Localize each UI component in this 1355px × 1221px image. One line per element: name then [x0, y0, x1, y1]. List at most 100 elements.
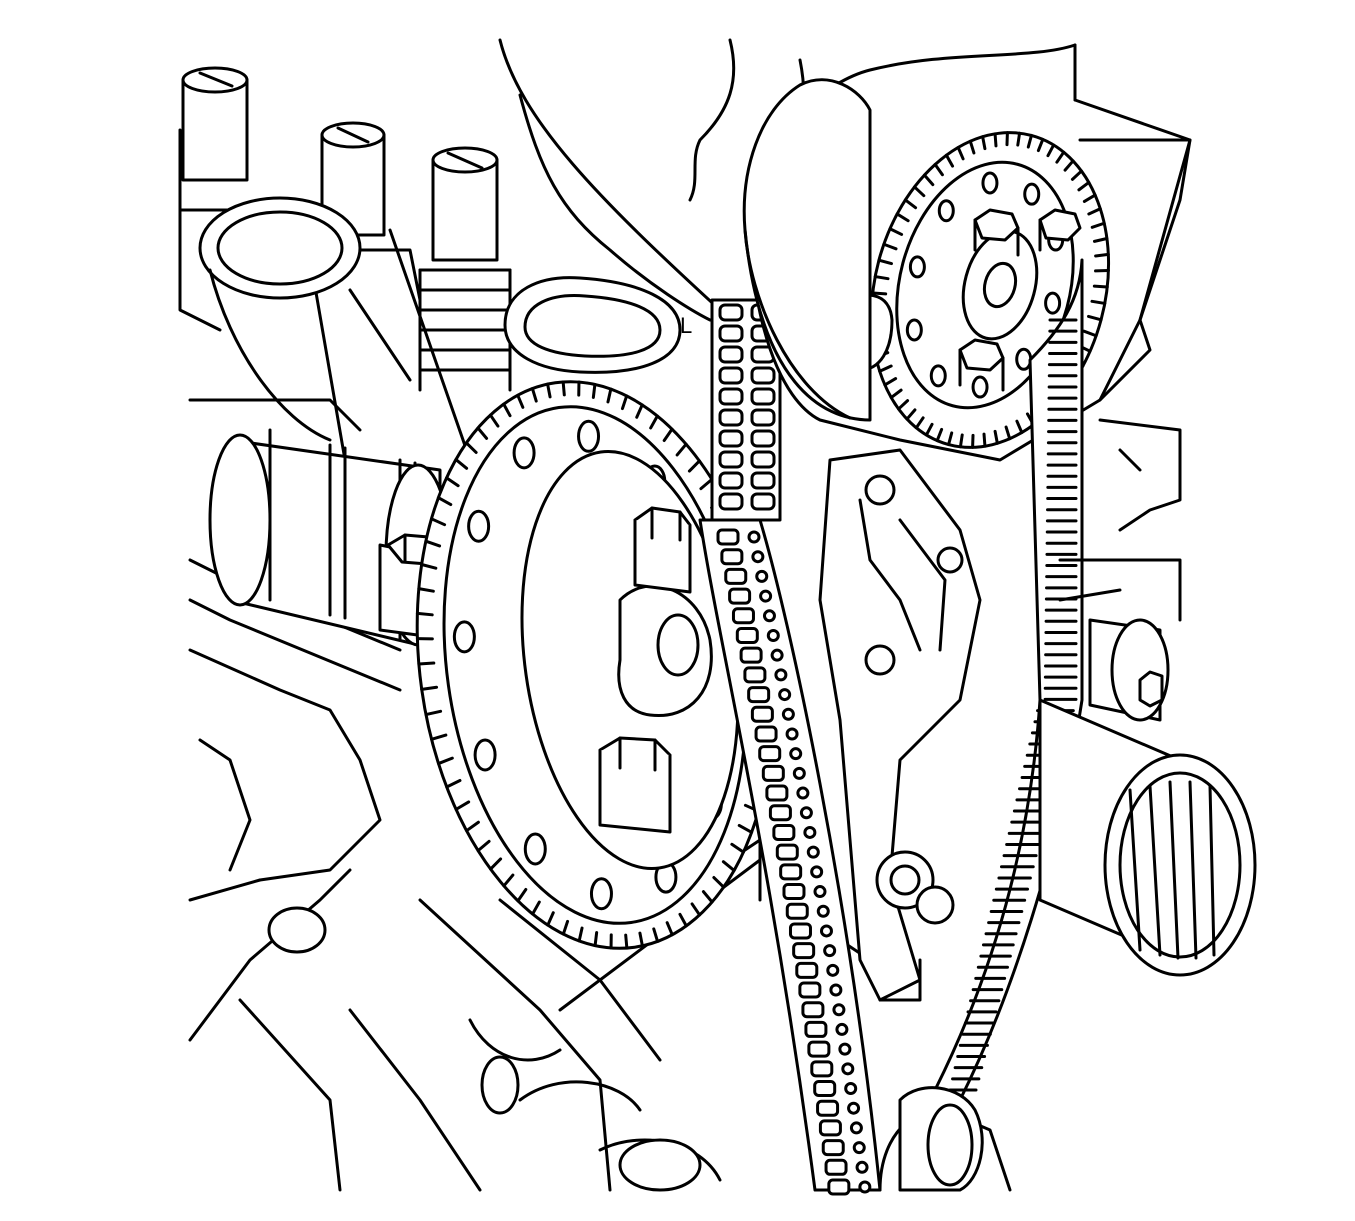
- chain-link: [750, 705, 774, 723]
- sprocket-hole: [1023, 182, 1041, 206]
- sprocket-tooth: [1077, 180, 1091, 192]
- chain-link: [821, 1139, 845, 1157]
- sprocket-tooth: [502, 402, 512, 418]
- chain-link: [731, 607, 755, 625]
- sprocket-tooth: [947, 431, 954, 447]
- sprocket-tooth: [877, 258, 893, 266]
- sprocket-tooth: [638, 931, 644, 948]
- chain-link: [718, 408, 744, 427]
- sprocket-tooth: [968, 139, 976, 155]
- sprocket-tooth: [1090, 299, 1107, 305]
- chain-link: [795, 961, 819, 979]
- chain-link: [785, 902, 809, 920]
- sprocket-tooth: [895, 212, 910, 223]
- sprocket-hole: [937, 199, 955, 223]
- sprocket-hole: [577, 419, 601, 453]
- sprocket-tooth: [1090, 221, 1106, 229]
- sprocket-tooth: [429, 517, 447, 527]
- sprocket-tooth: [1092, 237, 1109, 243]
- chain-pin: [847, 1101, 861, 1115]
- chain-link: [750, 450, 776, 469]
- sprocket-tooth: [577, 926, 584, 943]
- chain-link: [761, 764, 785, 782]
- chain-link: [758, 745, 782, 763]
- chain-pin: [826, 963, 840, 977]
- chain-link: [716, 528, 740, 546]
- sprocket-tooth: [476, 839, 491, 853]
- sprocket-tooth: [913, 185, 926, 198]
- chain-pin: [747, 530, 761, 544]
- sprocket-tooth: [944, 153, 955, 168]
- sprocket-tooth: [417, 661, 436, 666]
- sprocket-tooth: [1063, 159, 1075, 172]
- sprocket-tooth: [635, 403, 644, 419]
- camshaft-sprocket-large: [415, 380, 775, 950]
- sprocket-tooth: [878, 364, 893, 373]
- chain-link: [750, 429, 776, 448]
- sprocket-hole: [452, 620, 476, 654]
- chain-pin: [813, 885, 827, 899]
- sprocket-tooth: [730, 842, 745, 854]
- sprocket-tooth: [436, 496, 453, 507]
- sprocket-tooth: [924, 422, 934, 437]
- sprocket-tooth: [889, 388, 903, 400]
- sprocket-tooth: [1026, 133, 1033, 149]
- chain-pin: [792, 766, 806, 780]
- sprocket-tooth: [1087, 207, 1102, 216]
- sprocket-tooth: [982, 432, 987, 448]
- chain-pin: [778, 688, 792, 702]
- sprocket-tooth: [561, 380, 566, 397]
- sprocket-tooth: [516, 393, 525, 409]
- chain-pin: [852, 1141, 866, 1155]
- chain-pin: [832, 1003, 846, 1017]
- sprocket-tooth: [464, 441, 478, 454]
- sprocket-tooth: [430, 733, 448, 741]
- sprocket-tooth: [445, 476, 460, 488]
- sprocket-tooth: [516, 887, 528, 903]
- sprocket-tooth: [687, 459, 701, 473]
- chain-pin: [858, 1180, 872, 1194]
- crank-pulley: [742, 78, 872, 422]
- chain-pin: [785, 727, 799, 741]
- sprocket-tooth: [606, 387, 613, 404]
- chain-pin: [770, 648, 784, 662]
- tensioner-bracket: [818, 448, 982, 1002]
- sprocket-tooth: [417, 587, 435, 593]
- chain-pin: [810, 865, 824, 879]
- chain-link: [750, 471, 776, 490]
- chain-link: [813, 1080, 837, 1098]
- timing-belt-right-strand: [933, 258, 1084, 1102]
- sprocket-tooth: [981, 135, 987, 151]
- chain-pin: [829, 983, 843, 997]
- chain-link: [747, 686, 771, 704]
- chain-pin: [849, 1121, 863, 1135]
- chain-link: [765, 784, 789, 802]
- chain-link: [792, 942, 816, 960]
- chain-link: [750, 366, 776, 385]
- chain-pin: [762, 609, 776, 623]
- sprocket-tooth: [1046, 143, 1056, 158]
- chain-link: [718, 450, 744, 469]
- chain-link: [720, 548, 744, 566]
- sprocket-tooth: [888, 227, 904, 236]
- sprocket-tooth: [561, 919, 570, 936]
- sprocket-tooth: [415, 611, 434, 617]
- sprocket-tooth: [1004, 425, 1012, 441]
- idler-pulley-lower: [898, 1086, 984, 1192]
- chain-link: [754, 725, 778, 743]
- chain-link: [768, 804, 792, 822]
- chain-link: [807, 1040, 831, 1058]
- chain-pin: [819, 924, 833, 938]
- chain-pin: [751, 550, 765, 564]
- sprocket-tooth: [905, 408, 917, 421]
- sprocket-tooth: [1092, 284, 1109, 289]
- chain-pin: [789, 747, 803, 761]
- sprocket-hole: [1044, 291, 1062, 315]
- chain-link: [750, 408, 776, 427]
- sprocket-tooth: [1016, 131, 1022, 147]
- chain-pin: [759, 589, 773, 603]
- sprocket-tooth: [530, 387, 538, 403]
- chain-link: [804, 1020, 828, 1038]
- sprocket-tooth: [956, 145, 965, 161]
- sprocket-tooth: [882, 242, 898, 251]
